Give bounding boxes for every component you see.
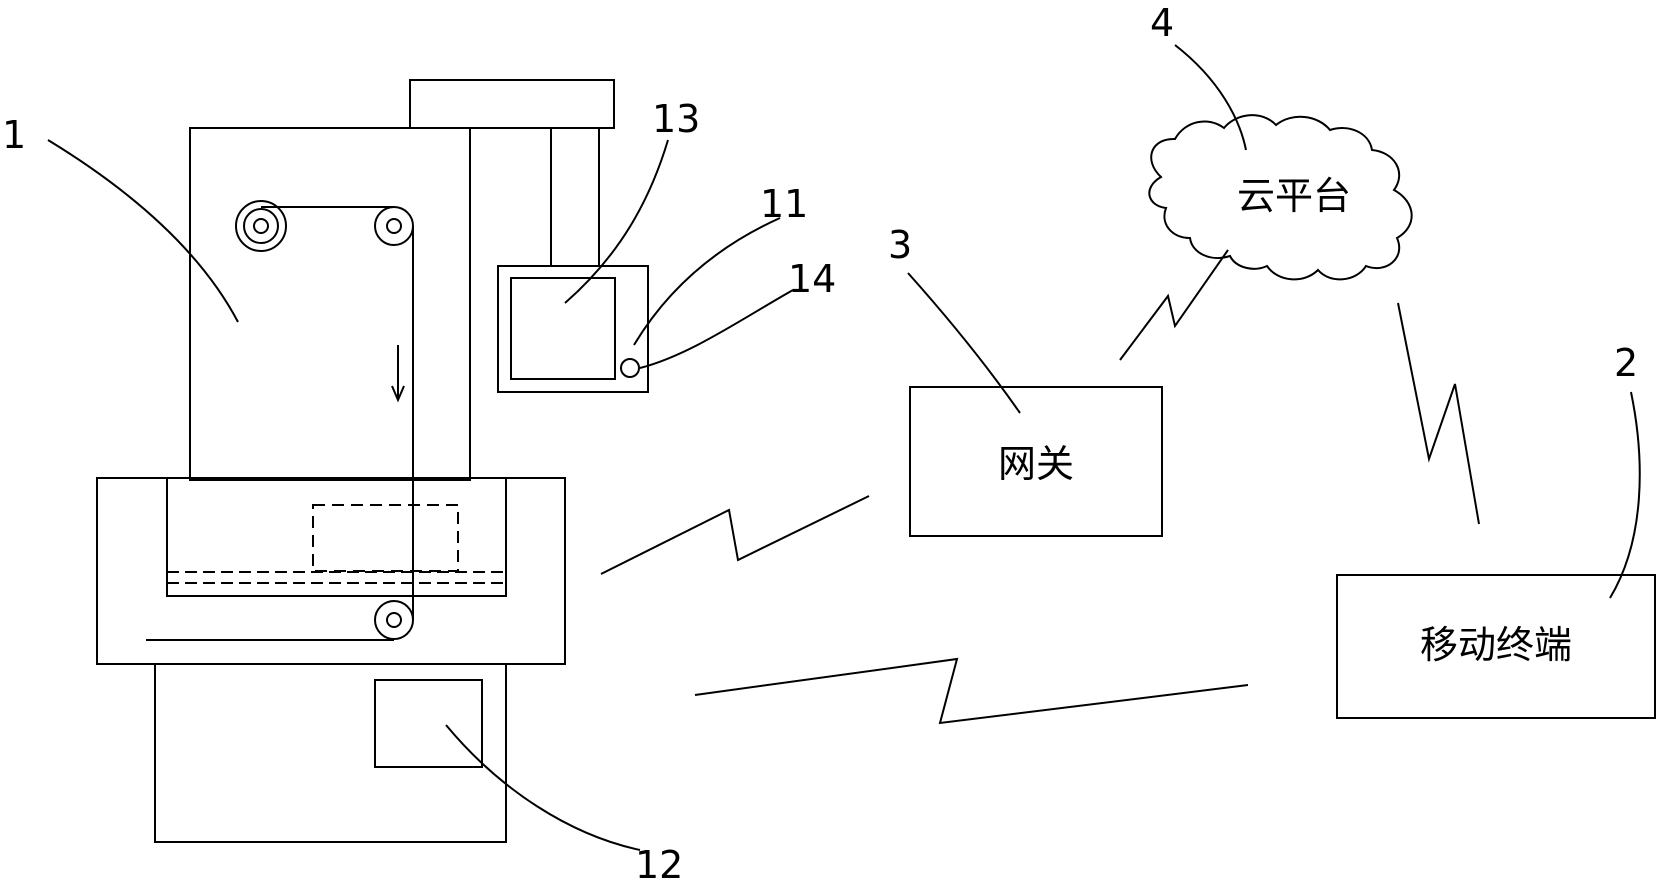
mobile-terminal-label: 移动终端 bbox=[1420, 623, 1572, 667]
wireless-link-gateway-cloud bbox=[1119, 249, 1229, 361]
ref-numeral-11: 11 bbox=[760, 182, 808, 226]
ref-numeral-13: 13 bbox=[652, 97, 700, 141]
gateway: 网关 bbox=[909, 386, 1163, 537]
machine-main-roller-outer bbox=[235, 200, 287, 252]
leader-line-14 bbox=[639, 289, 794, 369]
ref-numeral-12: 12 bbox=[635, 843, 683, 885]
wireless-link-machine-gateway bbox=[600, 495, 870, 575]
leader-line-3 bbox=[907, 272, 1021, 414]
mobile-terminal: 移动终端 bbox=[1336, 574, 1656, 719]
control-screen bbox=[510, 277, 616, 380]
cloud-icon bbox=[1148, 114, 1413, 281]
machine-dashed-box bbox=[312, 504, 459, 572]
machine-guide-roller-bottom bbox=[374, 600, 414, 640]
gateway-label: 网关 bbox=[998, 442, 1074, 486]
leader-line-1 bbox=[47, 139, 239, 323]
machine-guide-roller-top-inner bbox=[386, 218, 402, 234]
arrow-down-icon bbox=[391, 345, 405, 403]
bottom-module-box bbox=[374, 679, 483, 768]
mobile-terminal-box bbox=[1336, 574, 1656, 719]
cloud-label: 云平台 bbox=[1237, 174, 1351, 218]
machine-base bbox=[154, 663, 507, 843]
indicator-light-icon bbox=[620, 358, 640, 378]
control-box bbox=[497, 265, 649, 393]
ref-numeral-3: 3 bbox=[888, 223, 912, 267]
machine-guide-roller-top bbox=[374, 206, 414, 246]
machine bbox=[96, 79, 649, 843]
cloud-platform: 云平台 bbox=[1148, 114, 1413, 281]
ref-numeral-2: 2 bbox=[1614, 341, 1638, 385]
gateway-box bbox=[909, 386, 1163, 537]
leader-line-11 bbox=[633, 217, 781, 346]
ref-numeral-1: 1 bbox=[2, 113, 26, 157]
wireless-link-cloud-mobile bbox=[1397, 302, 1480, 525]
machine-guide-roller-bottom-inner bbox=[386, 612, 402, 628]
leader-line-2 bbox=[1609, 391, 1641, 599]
machine-upper-body bbox=[189, 127, 471, 481]
machine-top-cap bbox=[409, 79, 615, 129]
wireless-link-machine-mobile bbox=[694, 657, 1249, 725]
ref-numeral-14: 14 bbox=[788, 257, 836, 301]
leader-line-12 bbox=[445, 724, 641, 851]
machine-inner-tank bbox=[166, 478, 507, 597]
ref-numeral-4: 4 bbox=[1150, 1, 1174, 45]
leader-line-13 bbox=[564, 139, 669, 304]
machine-main-roller-inner bbox=[253, 218, 269, 234]
leader-line-4 bbox=[1174, 44, 1247, 151]
machine-main-roller-mid bbox=[243, 208, 279, 244]
